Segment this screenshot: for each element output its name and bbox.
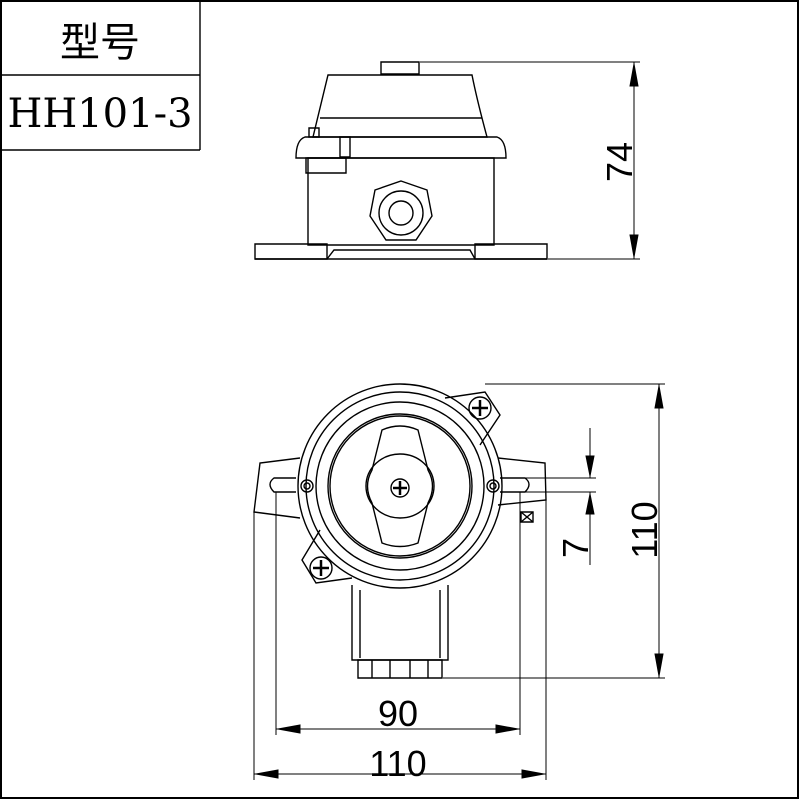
dimension-110-horizontal — [254, 500, 546, 780]
dimension-7 — [525, 428, 596, 565]
dimension-label-74: 74 — [599, 142, 640, 182]
screw-icon — [469, 397, 491, 419]
dimension-110-vertical — [443, 384, 665, 678]
screw-icon — [310, 557, 332, 579]
title-header-label: 型号 — [60, 19, 140, 66]
side-view — [255, 62, 547, 259]
dimension-label-110-horizontal: 110 — [369, 743, 426, 784]
title-block — [1, 1, 200, 150]
model-number: HH101-3 — [7, 90, 193, 137]
dimension-label-7: 7 — [555, 538, 596, 558]
dimension-74 — [420, 62, 640, 259]
screw-icon — [391, 479, 409, 497]
dimension-label-90: 90 — [378, 693, 418, 734]
front-view — [254, 384, 546, 678]
dimension-label-110-vertical: 110 — [624, 501, 665, 558]
dimension-90 — [276, 492, 520, 735]
